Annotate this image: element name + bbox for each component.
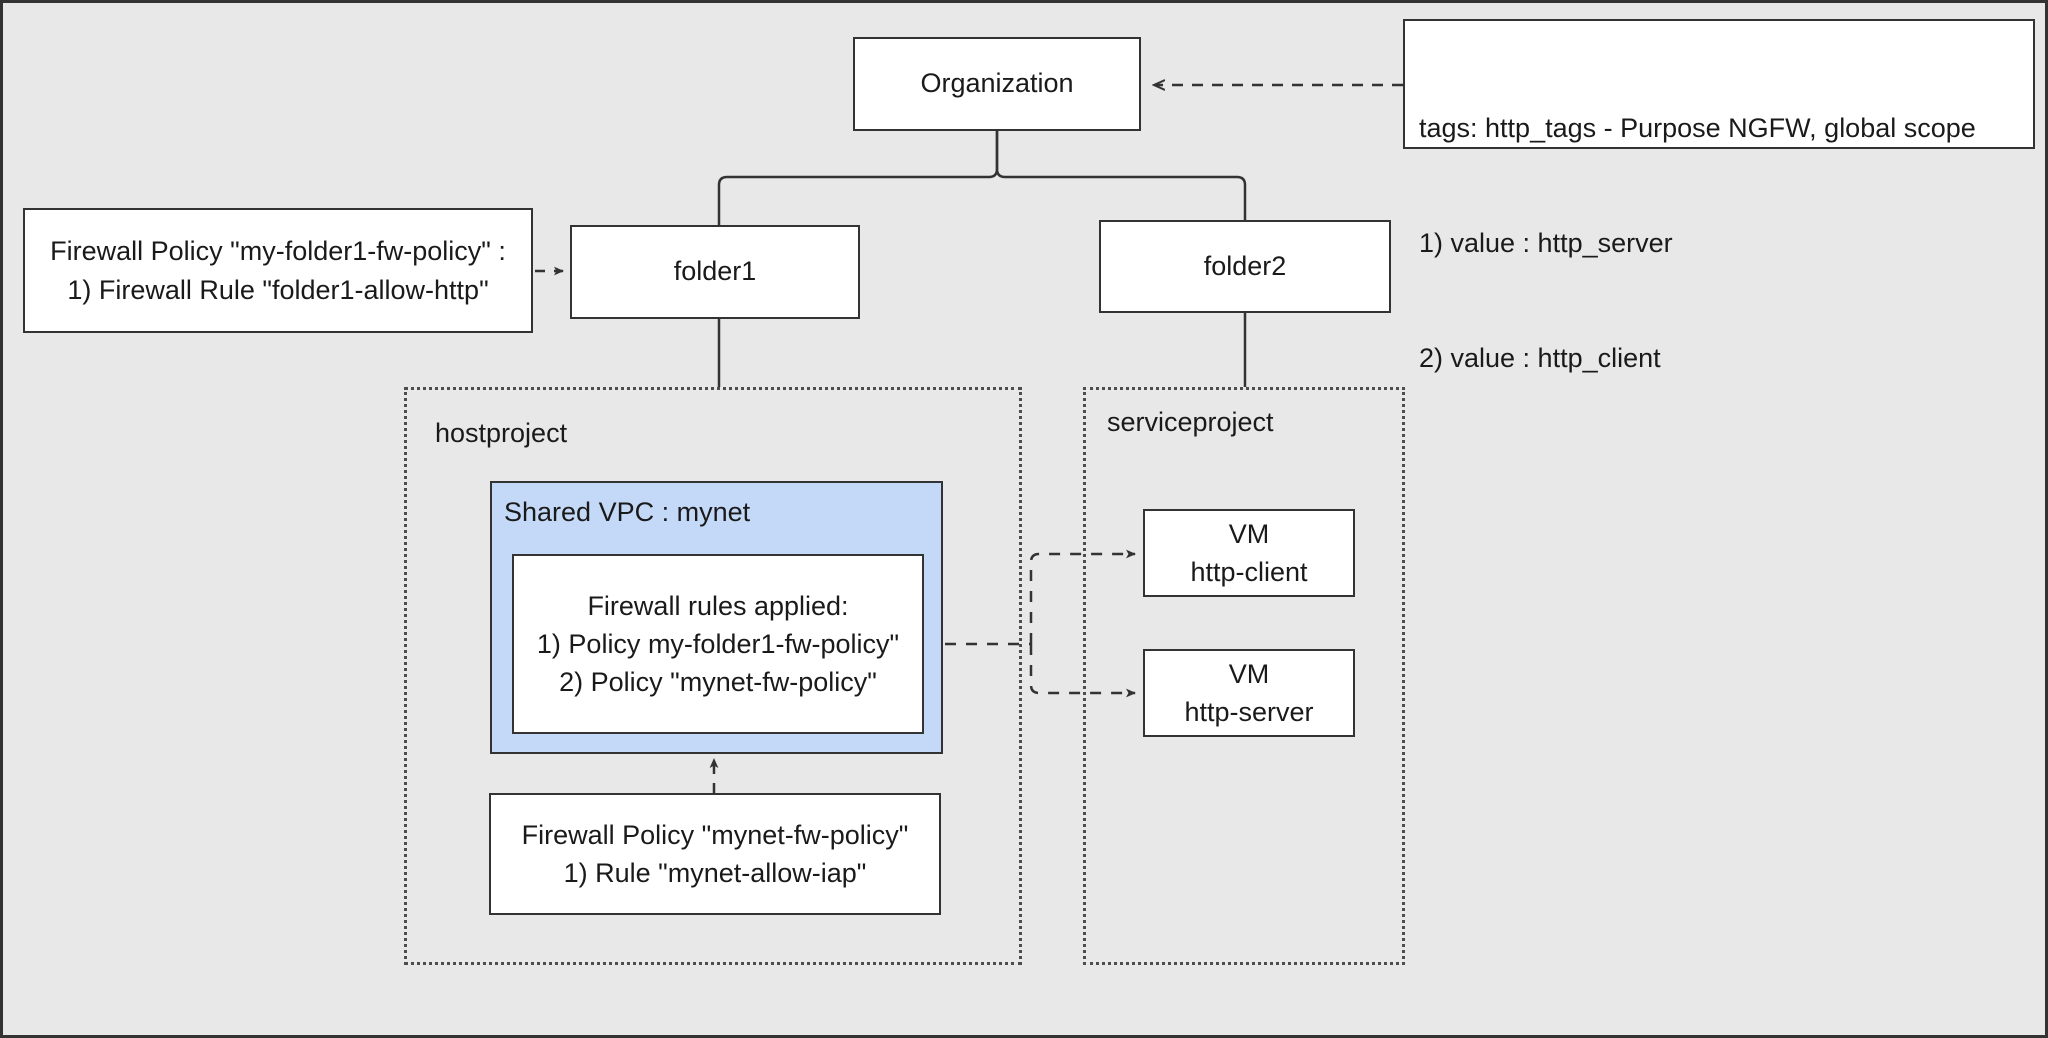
org-folder-tree [717,131,1247,225]
node-folder1[interactable]: folder1 [570,225,860,319]
vpc-rules-line3: 2) Policy "mynet-fw-policy" [559,667,877,698]
note-http-tags-line1: tags: http_tags - Purpose NGFW, global s… [1419,112,1976,143]
node-vm-http-client[interactable]: VM http-client [1143,509,1355,597]
vm-http-client-kind: VM [1228,518,1270,549]
note-mynet-policy-line2: 1) Rule "mynet-allow-iap" [563,858,867,888]
note-http-tags[interactable]: tags: http_tags - Purpose NGFW, global s… [1403,19,2035,373]
vpc-rules-line1: Firewall rules applied: [587,590,849,621]
note-folder1-policy-line2: 1) Firewall Rule "folder1-allow-http" [67,274,489,305]
vm-http-client-name: http-client [1190,557,1308,587]
vpc-rules-line2: 1) Policy my-folder1-fw-policy" [536,628,900,659]
container-serviceproject[interactable] [1083,387,1405,965]
note-mynet-firewall-policy[interactable]: Firewall Policy "mynet-fw-policy" 1) Rul… [489,793,941,915]
container-hostproject[interactable] [404,387,1022,965]
note-http-tags-line2: 1) value : http_server [1419,227,1673,258]
node-organization[interactable]: Organization [853,37,1141,131]
note-mynet-policy-line1: Firewall Policy "mynet-fw-policy" [521,819,909,850]
node-folder1-label: folder1 [673,256,757,287]
shared-vpc-label: Shared VPC : mynet [504,497,751,527]
vm-http-server-kind: VM [1228,658,1270,689]
container-serviceproject-label: serviceproject [1107,407,1274,437]
node-vm-http-server[interactable]: VM http-server [1143,649,1355,737]
node-organization-label: Organization [920,68,1074,99]
node-folder2[interactable]: folder2 [1099,220,1391,313]
container-hostproject-label: hostproject [435,418,568,448]
node-folder2-label: folder2 [1203,250,1287,281]
note-folder1-policy-line1: Firewall Policy "my-folder1-fw-policy" : [50,236,506,267]
vpc-firewall-rules-applied[interactable]: Firewall rules applied: 1) Policy my-fol… [512,554,924,734]
note-http-tags-line3: 2) value : http_client [1419,342,1661,373]
note-folder1-firewall-policy[interactable]: Firewall Policy "my-folder1-fw-policy" :… [23,208,533,333]
folder-project-links [717,313,1247,387]
vm-http-server-name: http-server [1184,697,1314,727]
